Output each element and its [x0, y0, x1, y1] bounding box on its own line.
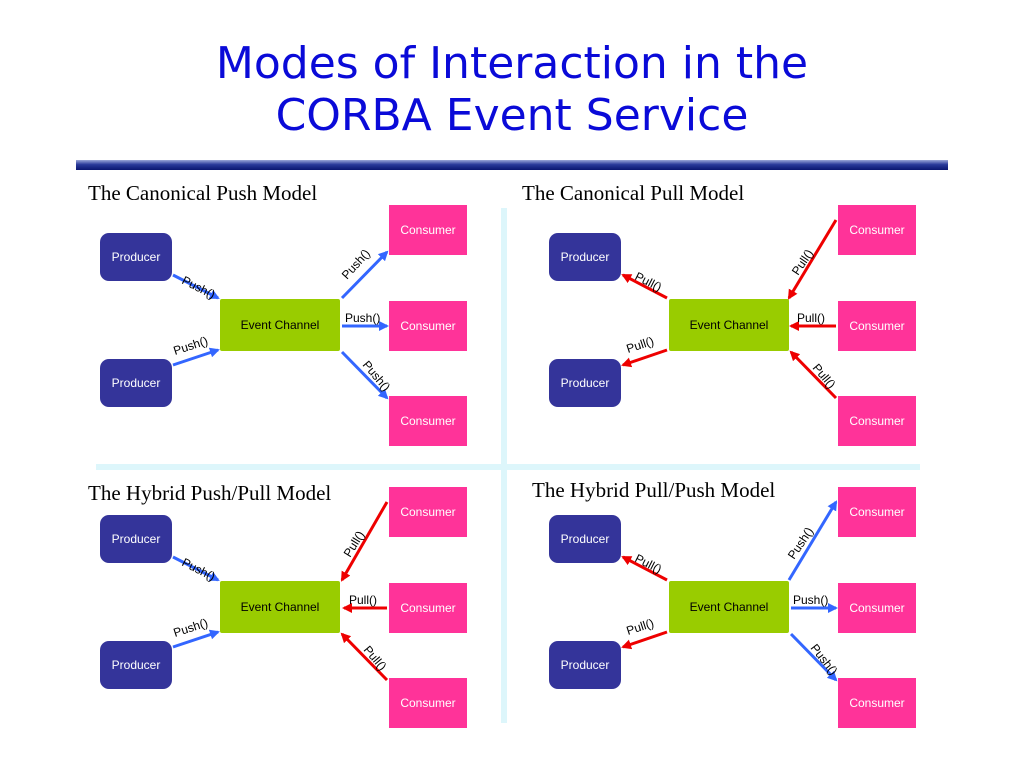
arrow-label: Push() [793, 593, 828, 607]
consumer-box: Consumer [838, 487, 916, 537]
producer-box: Producer [549, 359, 621, 407]
arrow-label: Pull() [633, 551, 664, 576]
consumer-box: Consumer [389, 583, 467, 633]
arrow-label: Pull() [633, 269, 664, 294]
horizontal-divider [96, 464, 920, 470]
pull-arrow [621, 273, 668, 300]
consumer-box: Consumer [389, 487, 467, 537]
title-divider [76, 160, 948, 170]
arrow-label: Push() [345, 311, 380, 325]
arrow-label: Push() [180, 555, 218, 584]
producer-box: Producer [549, 233, 621, 281]
push-arrow [340, 250, 389, 300]
push-arrow [172, 555, 220, 582]
producer-box: Producer [100, 359, 172, 407]
canonical-pull-label: The Canonical Pull Model [522, 181, 745, 205]
producer-box: Producer [100, 641, 172, 689]
arrow-label: Push() [339, 246, 373, 282]
producer-box: Producer [549, 641, 621, 689]
consumer-box: Consumer [389, 301, 467, 351]
push-arrow [172, 629, 220, 649]
event-channel-box: Event Channel [669, 299, 789, 351]
push-arrow [789, 632, 838, 682]
arrow-label: Pull() [625, 334, 656, 356]
push-arrow [340, 350, 389, 400]
consumer-box: Consumer [389, 396, 467, 446]
event-channel-box: Event Channel [220, 581, 340, 633]
slide-title: Modes of Interaction in the CORBA Event … [0, 38, 1024, 142]
consumer-box: Consumer [838, 678, 916, 728]
arrow-label: Pull() [625, 616, 656, 638]
push-arrow [172, 273, 220, 300]
pull-arrow [340, 501, 389, 582]
title-line-2: CORBA Event Service [275, 90, 749, 141]
event-channel-box: Event Channel [669, 581, 789, 633]
producer-box: Producer [100, 515, 172, 563]
consumer-box: Consumer [838, 396, 916, 446]
pull-arrow [789, 350, 838, 400]
pull-arrow [621, 555, 668, 582]
consumer-box: Consumer [389, 678, 467, 728]
producer-box: Producer [100, 233, 172, 281]
pull-arrow [787, 219, 838, 300]
arrow-label: Push() [808, 641, 841, 677]
consumer-box: Consumer [389, 205, 467, 255]
hybrid-pull-push-label: The Hybrid Pull/Push Model [532, 478, 776, 502]
consumer-box: Consumer [838, 301, 916, 351]
arrow-label: Pull() [349, 593, 377, 607]
push-arrow [172, 347, 220, 367]
hybrid-push-pull-label: The Hybrid Push/Pull Model [88, 481, 332, 505]
event-channel-box: Event Channel [220, 299, 340, 351]
pull-arrow [340, 632, 389, 682]
arrow-label: Pull() [797, 311, 825, 325]
consumer-box: Consumer [838, 205, 916, 255]
canonical-push-label: The Canonical Push Model [88, 181, 318, 205]
consumer-box: Consumer [838, 583, 916, 633]
arrow-label: Push() [180, 273, 218, 302]
pull-arrow [621, 630, 668, 650]
title-line-1: Modes of Interaction in the [215, 38, 809, 89]
producer-box: Producer [549, 515, 621, 563]
push-arrow [787, 500, 838, 581]
pull-arrow [621, 348, 668, 368]
